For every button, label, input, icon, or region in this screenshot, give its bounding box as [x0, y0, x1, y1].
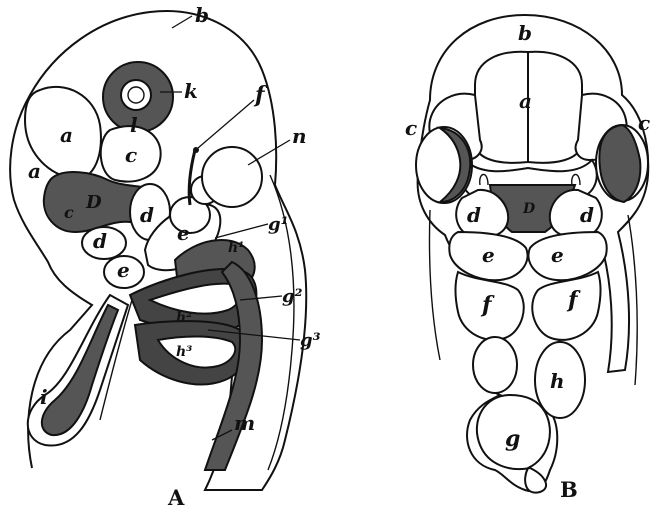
- arch-d-right: [550, 190, 602, 237]
- label-a-e-upper: e: [177, 221, 190, 245]
- label-b-g: g: [505, 426, 520, 452]
- label-a-h2: h²: [176, 310, 192, 326]
- label-a-a-left: a: [28, 159, 41, 183]
- label-b-h: h: [550, 369, 565, 393]
- label-a-m: m: [234, 411, 255, 435]
- lens-outer: [121, 80, 151, 110]
- label-a-h1: h¹: [228, 240, 244, 256]
- otic-vesicle-n: [202, 147, 262, 207]
- hemisphere-right: [528, 52, 582, 163]
- label-a-c: c: [125, 143, 137, 167]
- label-b-e-left: e: [482, 243, 495, 267]
- label-a-l: l: [130, 113, 138, 137]
- label-b-b: b: [518, 21, 532, 45]
- label-b-D: D: [522, 201, 536, 217]
- label-b-c-right: c: [638, 111, 650, 135]
- label-a-d-lower: d: [93, 229, 107, 253]
- lobe-upper-left: [473, 337, 517, 393]
- caption-b: B: [560, 477, 578, 502]
- label-a-D: D: [85, 192, 102, 213]
- label-a-e-lower: e: [117, 258, 130, 282]
- label-a-g2: g²: [282, 286, 303, 307]
- panel-a: b k l f n a a c D c d d e e g¹ h¹ g² h² …: [10, 3, 320, 510]
- label-a-h3: h³: [176, 344, 192, 360]
- label-a-c-small: c: [64, 203, 74, 222]
- label-a-d-upper: d: [140, 203, 154, 227]
- label-b-d-right: d: [580, 203, 594, 227]
- panel-b: b a c c D d d e e f f h g B: [405, 15, 650, 502]
- caption-a: A: [167, 485, 185, 510]
- panel-b-side-contour-left: [429, 210, 440, 360]
- label-b-a: a: [519, 89, 532, 113]
- label-b-d-left: d: [467, 203, 481, 227]
- label-b-c-left: c: [405, 116, 417, 140]
- label-a-g3: g³: [300, 330, 321, 351]
- label-b-e-right: e: [551, 243, 564, 267]
- label-a-b: b: [195, 3, 209, 27]
- label-a-k: k: [184, 79, 198, 103]
- label-a-i: i: [40, 385, 48, 409]
- label-a-g1: g¹: [268, 214, 288, 235]
- label-a-a-upper: a: [60, 123, 73, 147]
- label-a-n: n: [292, 124, 307, 148]
